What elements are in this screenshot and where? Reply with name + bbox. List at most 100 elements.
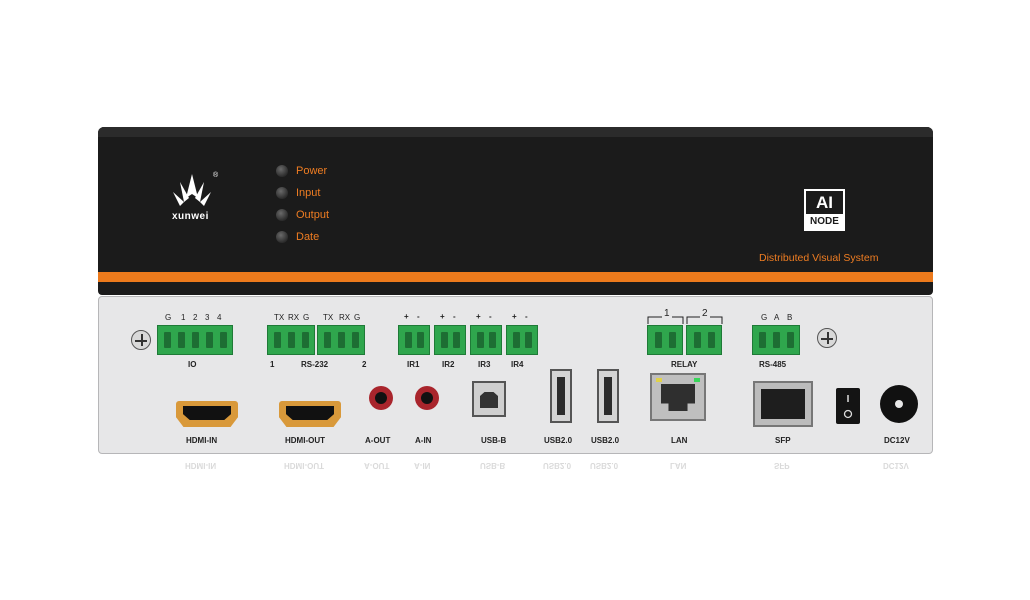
reflection-hdmi-in: HDMI-IN — [185, 461, 217, 470]
hdmi-out-port[interactable] — [279, 401, 341, 427]
reflection-lan: LAN — [670, 461, 687, 470]
power-switch[interactable] — [836, 388, 860, 424]
usb2-label-2: USB2.0 — [591, 436, 620, 445]
ir4-pin-plus: + — [512, 312, 517, 321]
rs232-1-terminal-block[interactable] — [267, 325, 315, 355]
rs485-pin-g: G — [761, 313, 768, 322]
ir3-pin-minus: - — [489, 312, 492, 321]
rs232-pin-rx1: RX — [288, 313, 300, 322]
io-terminal-block[interactable] — [157, 325, 233, 355]
orange-accent-stripe — [98, 272, 933, 282]
date-led-icon — [276, 231, 288, 243]
led-label-date: Date — [296, 231, 320, 243]
io-pin-4: 4 — [217, 313, 222, 322]
ir1-label: IR1 — [407, 360, 420, 369]
io-pin-g: G — [165, 313, 172, 322]
hdmi-in-port[interactable] — [176, 401, 238, 427]
usb-b-label: USB-B — [481, 436, 507, 445]
ir1-pin-minus: - — [417, 312, 420, 321]
ir2-terminal-block[interactable] — [434, 325, 466, 355]
registered-mark: ® — [213, 172, 219, 179]
ir1-terminal-block[interactable] — [398, 325, 430, 355]
rs232-pin-tx1: TX — [274, 313, 285, 322]
reflection-hdmi-out: HDMI-OUT — [284, 461, 324, 470]
usb2-label-1: USB2.0 — [544, 436, 573, 445]
badge-ai-text: AI — [816, 193, 833, 212]
hdmi-in-label: HDMI-IN — [186, 436, 218, 445]
lan-port[interactable] — [650, 373, 706, 421]
power-switch-symbol-icon — [843, 395, 853, 419]
io-pin-2: 2 — [193, 313, 198, 322]
reflection-a-out: A-OUT — [364, 461, 390, 470]
ir2-label: IR2 — [442, 360, 455, 369]
relay-2-terminal-block[interactable] — [686, 325, 722, 355]
reflection-usb2-2: USB2.0 — [590, 461, 619, 470]
rs485-pin-b: B — [787, 313, 793, 322]
ir3-label: IR3 — [478, 360, 491, 369]
reflection-usb-b: USB-B — [480, 461, 506, 470]
panel-reflection: HDMI-IN HDMI-OUT A-OUT A-IN USB-B USB2.0… — [98, 455, 933, 505]
audio-out-jack[interactable] — [369, 386, 393, 410]
rs232-2-terminal-block[interactable] — [317, 325, 365, 355]
power-led-icon — [276, 165, 288, 177]
xunwei-logo-icon — [173, 174, 211, 206]
sfp-port[interactable] — [753, 381, 813, 427]
audio-in-label: A-IN — [415, 436, 432, 445]
ir2-pin-plus: + — [440, 312, 445, 321]
relay-1-number: 1 — [662, 308, 672, 319]
led-output: Output — [276, 206, 329, 224]
rs485-pin-a: A — [774, 313, 780, 322]
relay-1-terminal-block[interactable] — [647, 325, 683, 355]
rs485-label: RS-485 — [759, 360, 787, 369]
output-led-icon — [276, 209, 288, 221]
front-panel: ® xunwei Power Input Output Date AI NODE… — [98, 127, 933, 295]
rs232-label: RS-232 — [301, 360, 329, 369]
led-power: Power — [276, 162, 327, 180]
io-pin-3: 3 — [205, 313, 210, 322]
rs232-pin-rx2: RX — [339, 313, 351, 322]
reflection-a-in: A-IN — [414, 461, 431, 470]
usb-b-port[interactable] — [472, 381, 506, 417]
usb2-port-2[interactable] — [597, 369, 619, 423]
lan-link-led-icon — [694, 378, 700, 382]
input-led-icon — [276, 187, 288, 199]
ir4-pin-minus: - — [525, 312, 528, 321]
relay-label: RELAY — [671, 360, 698, 369]
lan-activity-led-icon — [656, 378, 662, 382]
reflection-dc12v: DC12V — [883, 461, 909, 470]
tagline: Distributed Visual System — [759, 252, 879, 264]
reflection-sfp: SFP — [774, 461, 790, 470]
reflection-usb2-1: USB2.0 — [543, 461, 572, 470]
dc12v-label: DC12V — [884, 436, 910, 445]
rear-panel: G 1 2 3 4 IO TX RX G TX RX G 1 RS-232 2 … — [98, 296, 933, 454]
rs232-port-2-label: 2 — [362, 360, 367, 369]
io-label: IO — [188, 360, 197, 369]
ir4-terminal-block[interactable] — [506, 325, 538, 355]
hdmi-out-label: HDMI-OUT — [285, 436, 325, 445]
mounting-screw-left-icon — [131, 330, 151, 350]
led-date: Date — [276, 228, 319, 246]
led-label-power: Power — [296, 165, 328, 177]
relay-2-number: 2 — [700, 308, 710, 319]
led-input: Input — [276, 184, 320, 202]
relay-bracket-icon — [647, 316, 723, 324]
audio-in-jack[interactable] — [415, 386, 439, 410]
ir2-pin-minus: - — [453, 312, 456, 321]
rs232-pin-g1: G — [303, 313, 310, 322]
mounting-screw-right-icon — [817, 328, 837, 348]
rs232-pin-g2: G — [354, 313, 361, 322]
sfp-label: SFP — [775, 436, 791, 445]
brand-name: xunwei — [172, 211, 209, 222]
rs232-port-1-label: 1 — [270, 360, 275, 369]
lan-label: LAN — [671, 436, 688, 445]
ai-node-badge: AI NODE — [804, 189, 845, 231]
ir3-terminal-block[interactable] — [470, 325, 502, 355]
dc12v-power-jack[interactable] — [880, 385, 918, 423]
rs485-terminal-block[interactable] — [752, 325, 800, 355]
led-label-output: Output — [296, 209, 330, 221]
usb2-port-1[interactable] — [550, 369, 572, 423]
rs232-pin-tx2: TX — [323, 313, 334, 322]
ir1-pin-plus: + — [404, 312, 409, 321]
front-panel-top-bevel — [98, 127, 933, 137]
ir3-pin-plus: + — [476, 312, 481, 321]
